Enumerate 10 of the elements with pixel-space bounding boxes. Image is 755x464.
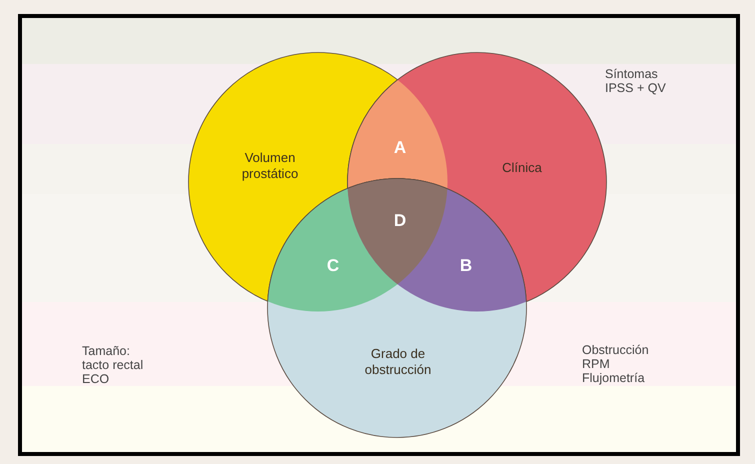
note-text: Obstrucción RPM Flujometría xyxy=(582,343,649,385)
region-letter: A xyxy=(394,141,406,155)
note-text: Síntomas IPSS + QV xyxy=(605,67,666,95)
region-letter: C xyxy=(326,259,340,273)
circle-label: Clínica xyxy=(502,160,542,176)
region-letter: D xyxy=(394,214,406,228)
circle-label: Grado de obstrucción xyxy=(364,346,432,378)
circle-label: Volumen prostático xyxy=(242,150,298,182)
region-letter: B xyxy=(460,259,472,273)
note-text: Tamaño: tacto rectal ECO xyxy=(82,344,144,386)
